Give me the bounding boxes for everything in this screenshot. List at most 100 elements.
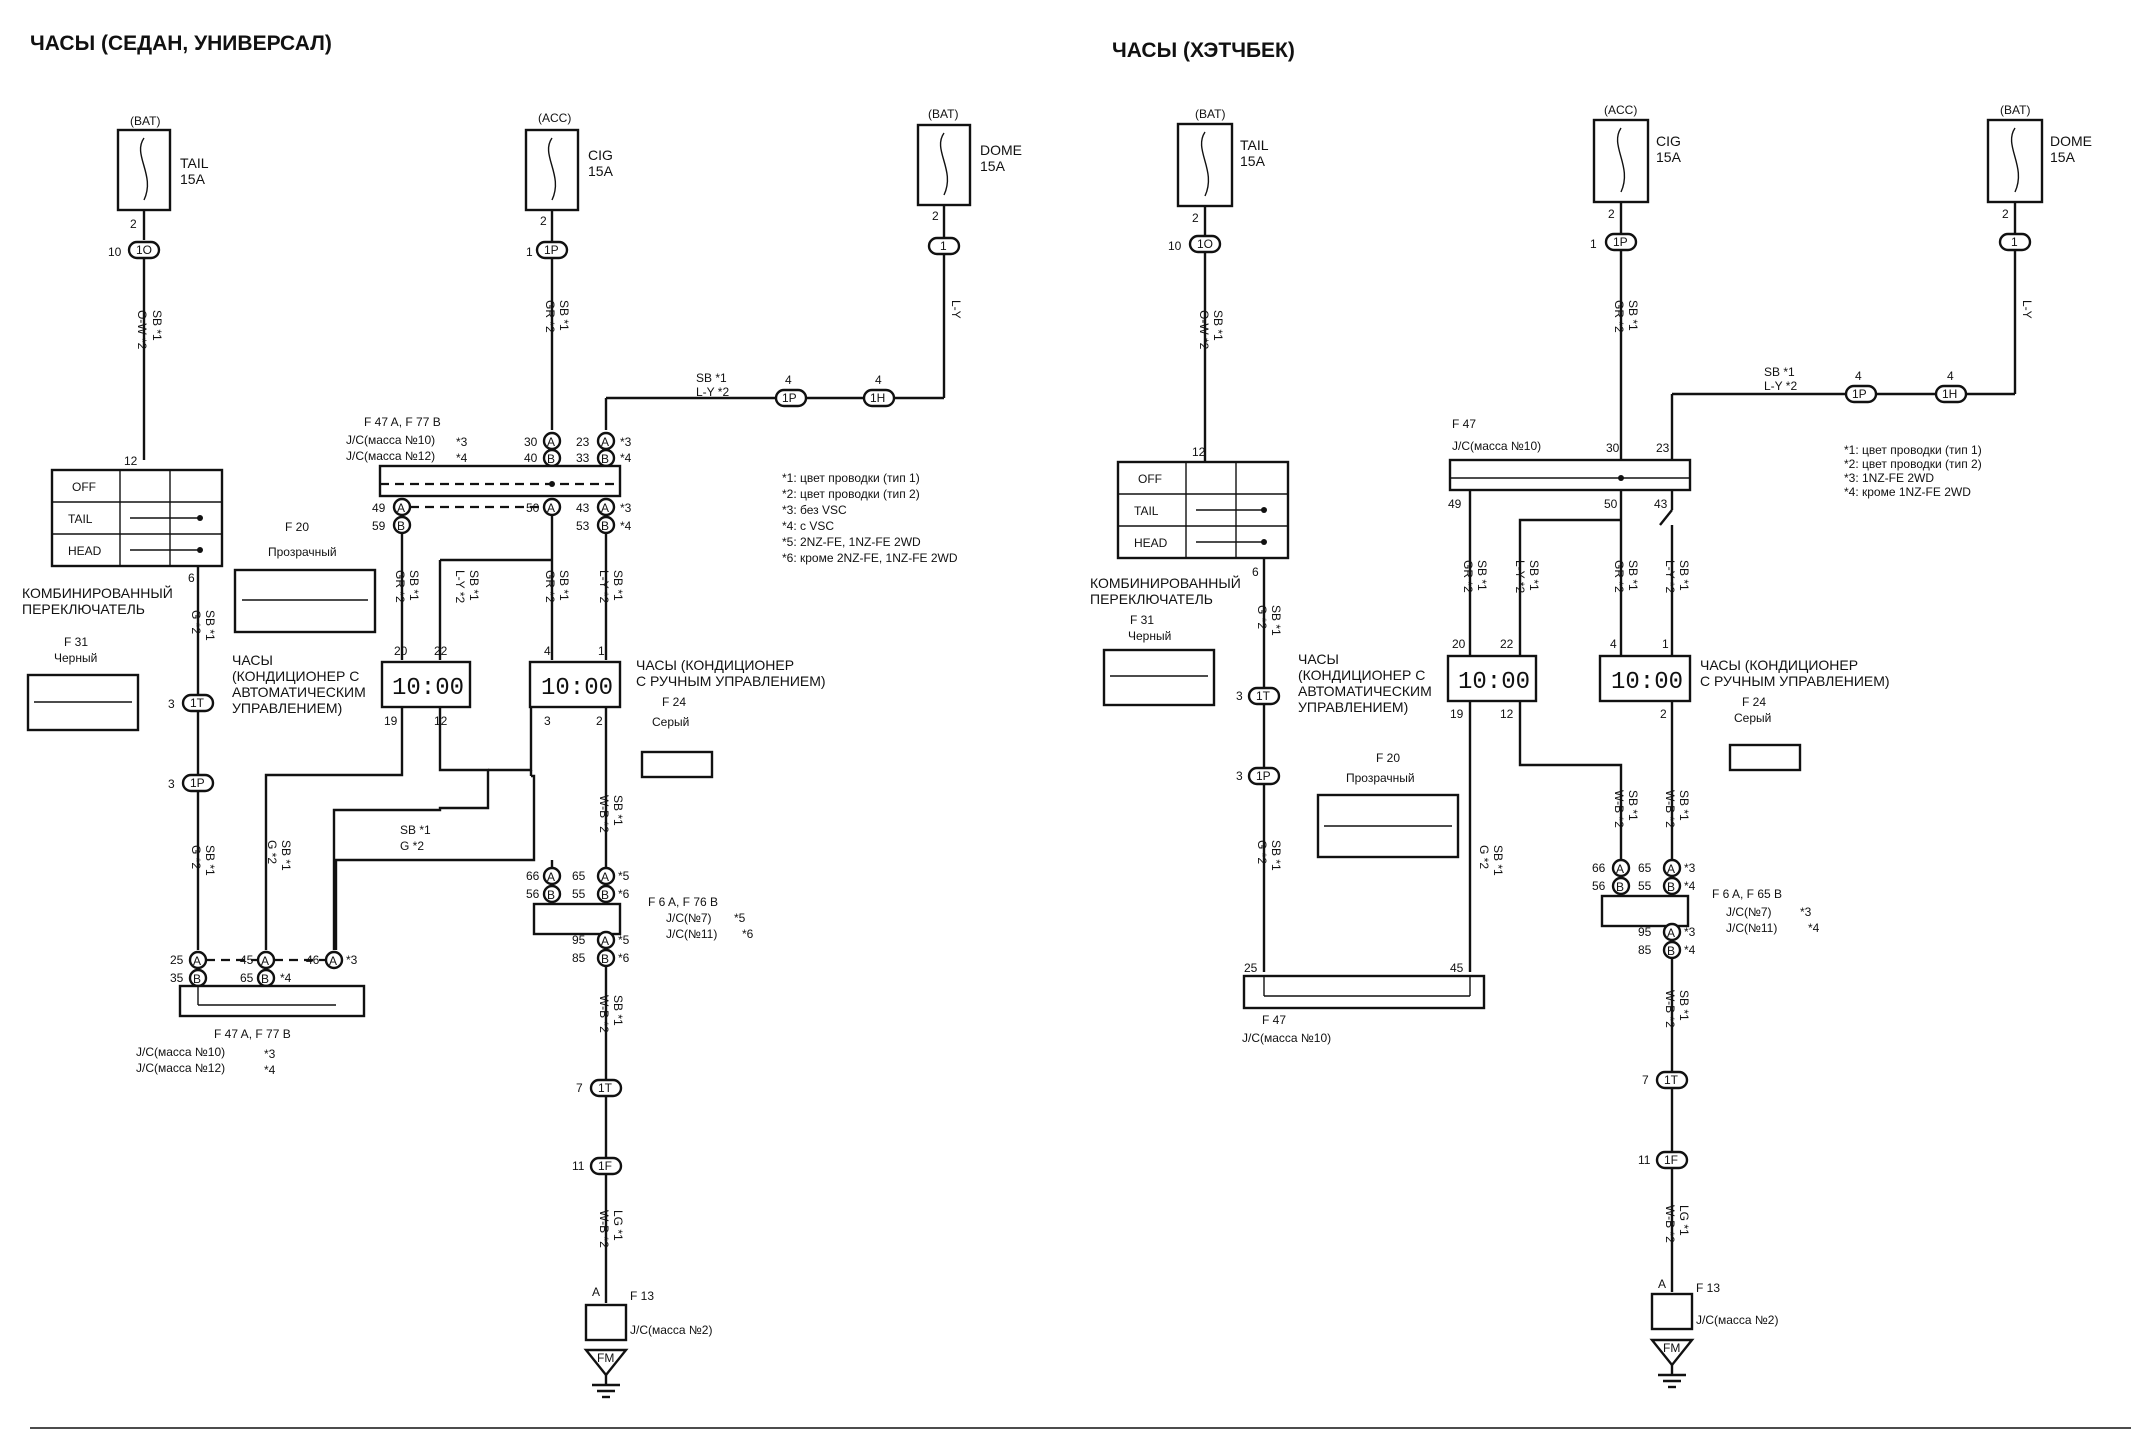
fuse-dome: (BAT) DOME 15A 2 1 (916, 107, 1022, 256)
svg-text:33: 33 (576, 451, 590, 465)
svg-text:B: B (601, 519, 609, 533)
svg-text:SB *1: SB *1 (1764, 365, 1795, 379)
svg-text:F 20: F 20 (285, 520, 309, 534)
svg-text:1F: 1F (1664, 1153, 1678, 1167)
svg-text:1O: 1O (1197, 237, 1213, 251)
svg-text:1: 1 (1590, 237, 1597, 251)
svg-text:2: 2 (2002, 207, 2009, 221)
svg-text:1P: 1P (1256, 769, 1271, 783)
svg-text:85: 85 (1638, 943, 1652, 957)
svg-text:(КОНДИЦИОНЕР С: (КОНДИЦИОНЕР С (1298, 667, 1425, 683)
svg-text:*3: *3 (620, 435, 632, 449)
svg-text:УПРАВЛЕНИЕМ): УПРАВЛЕНИЕМ) (232, 700, 342, 716)
svg-text:7: 7 (1642, 1073, 1649, 1087)
svg-text:АВТОМАТИЧЕСКИМ: АВТОМАТИЧЕСКИМ (1298, 683, 1432, 699)
right-notes: *1: цвет проводки (тип 1) *2: цвет прово… (1844, 443, 1982, 499)
svg-text:23: 23 (576, 435, 590, 449)
svg-text:23: 23 (1656, 441, 1670, 455)
svg-text:(BAT): (BAT) (130, 114, 160, 128)
svg-text:20: 20 (1452, 637, 1466, 651)
svg-text:3: 3 (1236, 689, 1243, 703)
svg-text:CIG: CIG (588, 147, 613, 163)
svg-text:SB *1: SB *1 (1527, 560, 1541, 591)
f24-connector-icon (640, 750, 714, 779)
svg-text:*4: *4 (264, 1063, 276, 1077)
svg-text:*3: 1NZ-FE 2WD: *3: 1NZ-FE 2WD (1844, 471, 1934, 485)
svg-text:*6: *6 (618, 951, 630, 965)
svg-text:GR *2: GR *2 (1461, 560, 1475, 593)
ground-icon (583, 1348, 629, 1377)
svg-text:2: 2 (1660, 707, 1667, 721)
svg-text:10: 10 (108, 245, 122, 259)
r-clock-auto-display (1446, 654, 1538, 703)
svg-text:*4: *4 (620, 519, 632, 533)
svg-text:1T: 1T (1256, 689, 1271, 703)
fuse-cig-icon (547, 137, 557, 201)
svg-text:2: 2 (540, 214, 547, 228)
svg-text:55: 55 (572, 887, 586, 901)
svg-text:85: 85 (572, 951, 586, 965)
svg-text:*5: 2NZ-FE, 1NZ-FE 2WD: *5: 2NZ-FE, 1NZ-FE 2WD (782, 535, 921, 549)
svg-text:GR *2: GR *2 (1612, 300, 1626, 333)
svg-text:*4: *4 (620, 451, 632, 465)
svg-text:G *2: G *2 (1255, 840, 1269, 864)
svg-text:TAIL: TAIL (1134, 504, 1159, 518)
svg-text:2: 2 (1608, 207, 1615, 221)
svg-text:G *2: G *2 (265, 840, 279, 864)
svg-text:*1: цвет проводки (тип 1): *1: цвет проводки (тип 1) (782, 471, 920, 485)
svg-text:B: B (547, 888, 555, 902)
svg-text:65: 65 (240, 971, 254, 985)
r-fuse-dome-icon (2010, 127, 2020, 193)
svg-text:SB *1: SB *1 (1491, 845, 1505, 876)
svg-text:F 47 A, F 77 B: F 47 A, F 77 B (364, 415, 441, 429)
svg-text:1P: 1P (1852, 387, 1867, 401)
svg-text:Черный: Черный (1128, 629, 1171, 643)
svg-text:11: 11 (572, 1159, 585, 1173)
svg-text:F 24: F 24 (662, 695, 686, 709)
svg-text:A: A (193, 954, 201, 968)
svg-text:КОМБИНИРОВАННЫЙ: КОМБИНИРОВАННЫЙ (22, 584, 173, 601)
svg-text:10:00: 10:00 (1458, 669, 1530, 696)
svg-text:A: A (601, 934, 609, 948)
svg-text:1T: 1T (190, 696, 205, 710)
svg-text:2: 2 (130, 217, 137, 231)
svg-text:*6: *6 (742, 927, 754, 941)
svg-text:1: 1 (2011, 235, 2018, 249)
r-fuse-tail-box (1176, 122, 1234, 208)
svg-text:FM: FM (597, 1351, 614, 1365)
svg-text:L-Y *2: L-Y *2 (696, 385, 729, 399)
svg-text:2: 2 (596, 714, 603, 728)
svg-text:A: A (1658, 1277, 1666, 1291)
svg-text:1T: 1T (1664, 1073, 1679, 1087)
svg-text:50: 50 (1604, 497, 1618, 511)
fuse-dome-icon (939, 132, 949, 196)
svg-text:*4: с VSC: *4: с VSC (782, 519, 834, 533)
svg-text:LG *1: LG *1 (1677, 1205, 1691, 1236)
svg-text:F 47: F 47 (1262, 1013, 1286, 1027)
svg-text:Серый: Серый (1734, 711, 1771, 725)
svg-text:*3: *3 (346, 953, 358, 967)
svg-text:1: 1 (526, 245, 533, 259)
svg-text:TAIL: TAIL (1240, 137, 1269, 153)
svg-text:19: 19 (1450, 707, 1464, 721)
svg-text:J/C(масса №10): J/C(масса №10) (1452, 439, 1541, 453)
svg-text:*2: цвет проводки (тип 2): *2: цвет проводки (тип 2) (782, 487, 920, 501)
svg-text:10:00: 10:00 (1611, 669, 1683, 696)
svg-text:A: A (1616, 862, 1624, 876)
svg-text:W-B *2: W-B *2 (597, 995, 611, 1033)
r-fuse-cig-icon (1616, 127, 1626, 193)
svg-text:25: 25 (170, 953, 184, 967)
jc-mid: 66 A 65 A *5 56 B 55 B *6 95 A *5 85 B *… (526, 866, 754, 968)
svg-text:ПЕРЕКЛЮЧАТЕЛЬ: ПЕРЕКЛЮЧАТЕЛЬ (1090, 591, 1213, 607)
svg-text:A: A (601, 435, 609, 449)
svg-text:1P: 1P (544, 243, 559, 257)
svg-text:L-Y *2: L-Y *2 (453, 570, 467, 603)
svg-text:*5: *5 (618, 933, 630, 947)
svg-text:ЧАСЫ (КОНДИЦИОНЕР: ЧАСЫ (КОНДИЦИОНЕР (636, 657, 794, 673)
svg-text:ЧАСЫ: ЧАСЫ (232, 652, 273, 668)
svg-text:SB *1: SB *1 (407, 570, 421, 601)
r-clock-manual-display (1598, 654, 1692, 703)
svg-text:3: 3 (544, 714, 551, 728)
